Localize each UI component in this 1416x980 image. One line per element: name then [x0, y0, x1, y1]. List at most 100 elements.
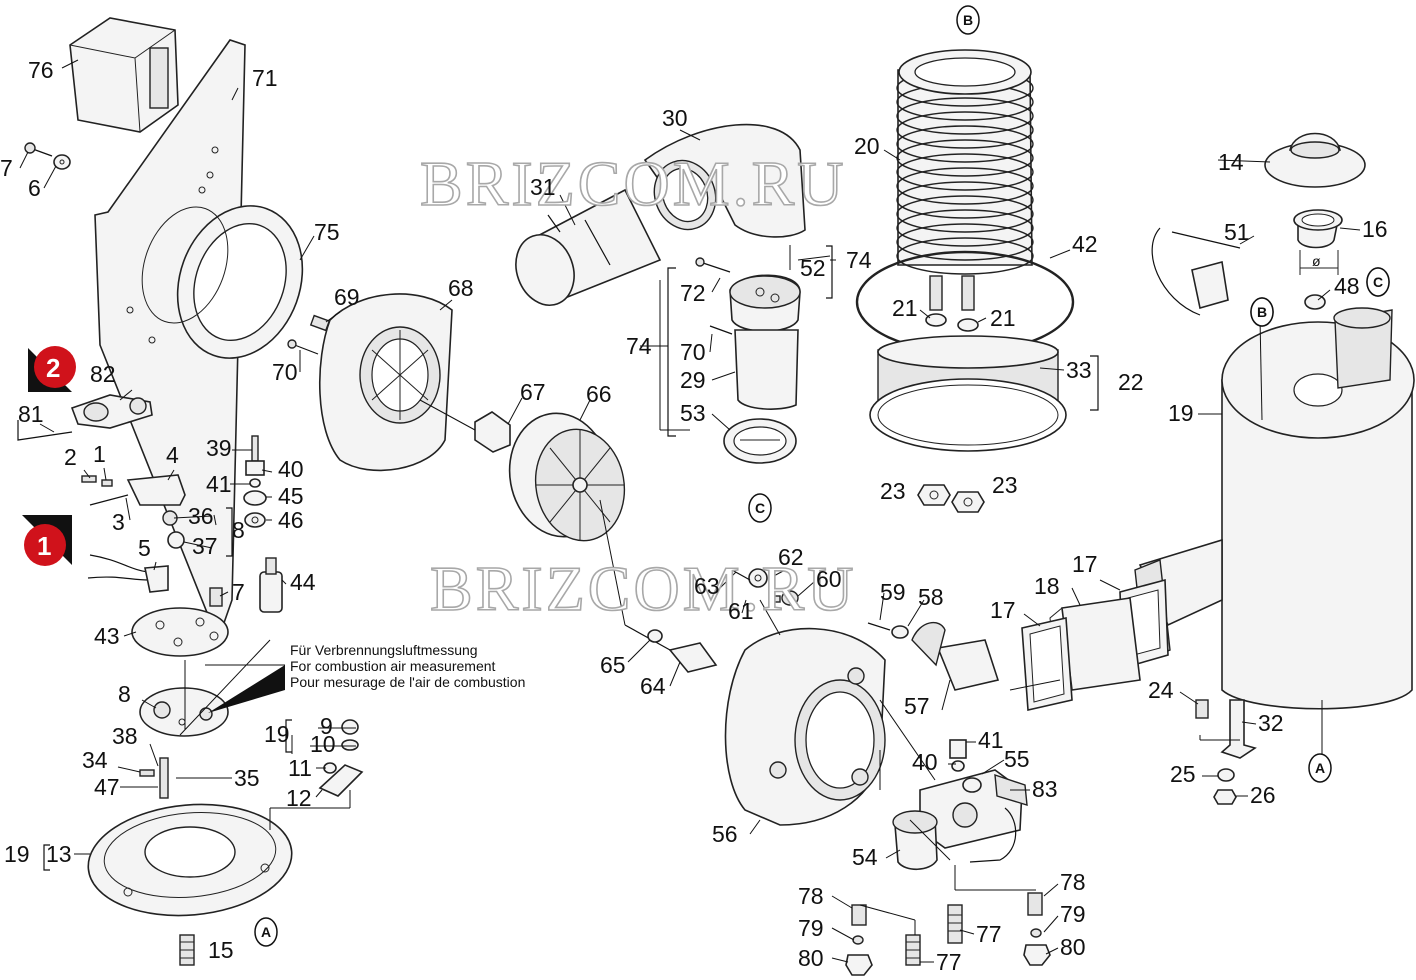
- part-label-64: 64: [640, 673, 666, 699]
- coil-fittings-part-21: [925, 275, 979, 332]
- svg-text:C: C: [1373, 274, 1383, 290]
- part-label-57: 57: [904, 693, 930, 719]
- svg-text:B: B: [1257, 304, 1267, 320]
- boiler-body-part-19: [1221, 307, 1415, 710]
- part-label-75: 75: [314, 219, 340, 245]
- nuts-part-40-41-55: [949, 739, 982, 793]
- gasket-ring-part-75: [141, 205, 304, 359]
- ignition-holder-part-82: [70, 394, 153, 429]
- part-label-17: 17: [990, 597, 1016, 623]
- part-label-2: 2: [64, 444, 77, 470]
- part-label-33: 33: [1066, 357, 1092, 383]
- part-label-13: 13: [46, 841, 72, 867]
- part-label-46: 46: [278, 507, 304, 533]
- part-label-48: 48: [1334, 273, 1360, 299]
- sensor-part-51: [1151, 227, 1241, 316]
- part-label-23: 23: [992, 472, 1018, 498]
- screw-part-72: [695, 257, 731, 273]
- part-label-14: 14: [1218, 149, 1244, 175]
- part-label-3: 3: [112, 509, 125, 535]
- cable-part-5: [87, 554, 169, 593]
- nut-part-26: [1213, 789, 1237, 805]
- badge-2: 2: [28, 346, 76, 392]
- connector-a: A: [1308, 753, 1332, 783]
- ring-part-16: [1293, 209, 1343, 249]
- part-label-26: 26: [1250, 782, 1276, 808]
- connector-markers: BCCAABAC: [254, 5, 1390, 947]
- part-label-21: 21: [892, 295, 918, 321]
- part-label-29: 29: [680, 367, 706, 393]
- part-label-70: 70: [680, 339, 706, 365]
- part-label-59: 59: [880, 579, 906, 605]
- diameter-symbol: ø: [1312, 253, 1321, 269]
- diameter-dimension: ø: [1299, 250, 1339, 275]
- motor-housing-part-56: [724, 627, 886, 826]
- part-label-41: 41: [206, 471, 232, 497]
- part-label-18: 18: [1034, 573, 1060, 599]
- part-label-10: 10: [310, 731, 336, 757]
- bracket-part-32: [1220, 699, 1257, 759]
- part-label-78: 78: [1060, 869, 1086, 895]
- part-label-4: 4: [166, 442, 179, 468]
- part-label-21: 21: [990, 305, 1016, 331]
- part-label-19: 19: [1168, 400, 1194, 426]
- shaft-part-64: [624, 624, 718, 673]
- part-label-68: 68: [448, 275, 474, 301]
- part-label-63: 63: [694, 573, 720, 599]
- fittings-part-77-80: [845, 892, 1051, 976]
- part-label-74: 74: [846, 247, 872, 273]
- part-label-36: 36: [188, 503, 214, 529]
- part-label-7: 7: [232, 579, 245, 605]
- washer-part-6: [53, 154, 71, 170]
- plate-part-43: [131, 607, 229, 657]
- rod-part-81: [17, 420, 73, 441]
- svg-text:1: 1: [37, 531, 51, 561]
- pipe-part-31: [515, 188, 662, 306]
- part-label-41: 41: [978, 727, 1004, 753]
- part-label-24: 24: [1148, 677, 1174, 703]
- part-label-34: 34: [82, 747, 108, 773]
- part-label-79: 79: [1060, 901, 1086, 927]
- connector-a: A: [254, 917, 278, 947]
- nipple-part-15: [179, 934, 195, 966]
- connector-c: C: [748, 493, 772, 523]
- part-label-22: 22: [1118, 369, 1144, 395]
- note-line-de: Für Verbrennungsluftmessung: [290, 642, 478, 658]
- part-label-35: 35: [234, 765, 260, 791]
- part-label-40: 40: [912, 749, 938, 775]
- washers-part-36-37: [162, 510, 185, 549]
- screw-part-7b: [209, 587, 223, 607]
- part-label-7: 7: [0, 155, 13, 181]
- small-parts-60-63: [731, 568, 799, 606]
- part-label-16: 16: [1362, 216, 1388, 242]
- part-label-11: 11: [288, 755, 312, 781]
- part-label-62: 62: [778, 544, 804, 570]
- part-label-5: 5: [138, 535, 151, 561]
- nuts-part-9-10-11: [323, 719, 359, 774]
- photocell-holder-part-4: [89, 474, 186, 506]
- part-label-42: 42: [1072, 231, 1098, 257]
- part-label-65: 65: [600, 652, 626, 678]
- small-screws-part-1-2: [81, 475, 113, 487]
- part-label-43: 43: [94, 623, 120, 649]
- part-label-81: 81: [18, 401, 44, 427]
- part-label-82: 82: [90, 361, 116, 387]
- part-label-19: 19: [264, 721, 290, 747]
- sensor-part-44: [259, 557, 283, 613]
- part-label-9: 9: [320, 713, 333, 739]
- connector-b: B: [1250, 297, 1274, 327]
- gasket-part-53: [723, 418, 797, 464]
- nut-part-65: [647, 629, 663, 643]
- part-label-80: 80: [798, 945, 824, 971]
- part-label-15: 15: [208, 937, 234, 963]
- fan-housing-part-68: [318, 293, 453, 472]
- svg-text:2: 2: [46, 353, 60, 383]
- part-label-55: 55: [1004, 746, 1030, 772]
- connector-b: B: [956, 5, 980, 35]
- part-label-74: 74: [626, 333, 652, 359]
- transformer-part-76: [69, 17, 179, 133]
- measurement-pointer: [208, 665, 285, 713]
- bracket-part-12: [318, 764, 364, 797]
